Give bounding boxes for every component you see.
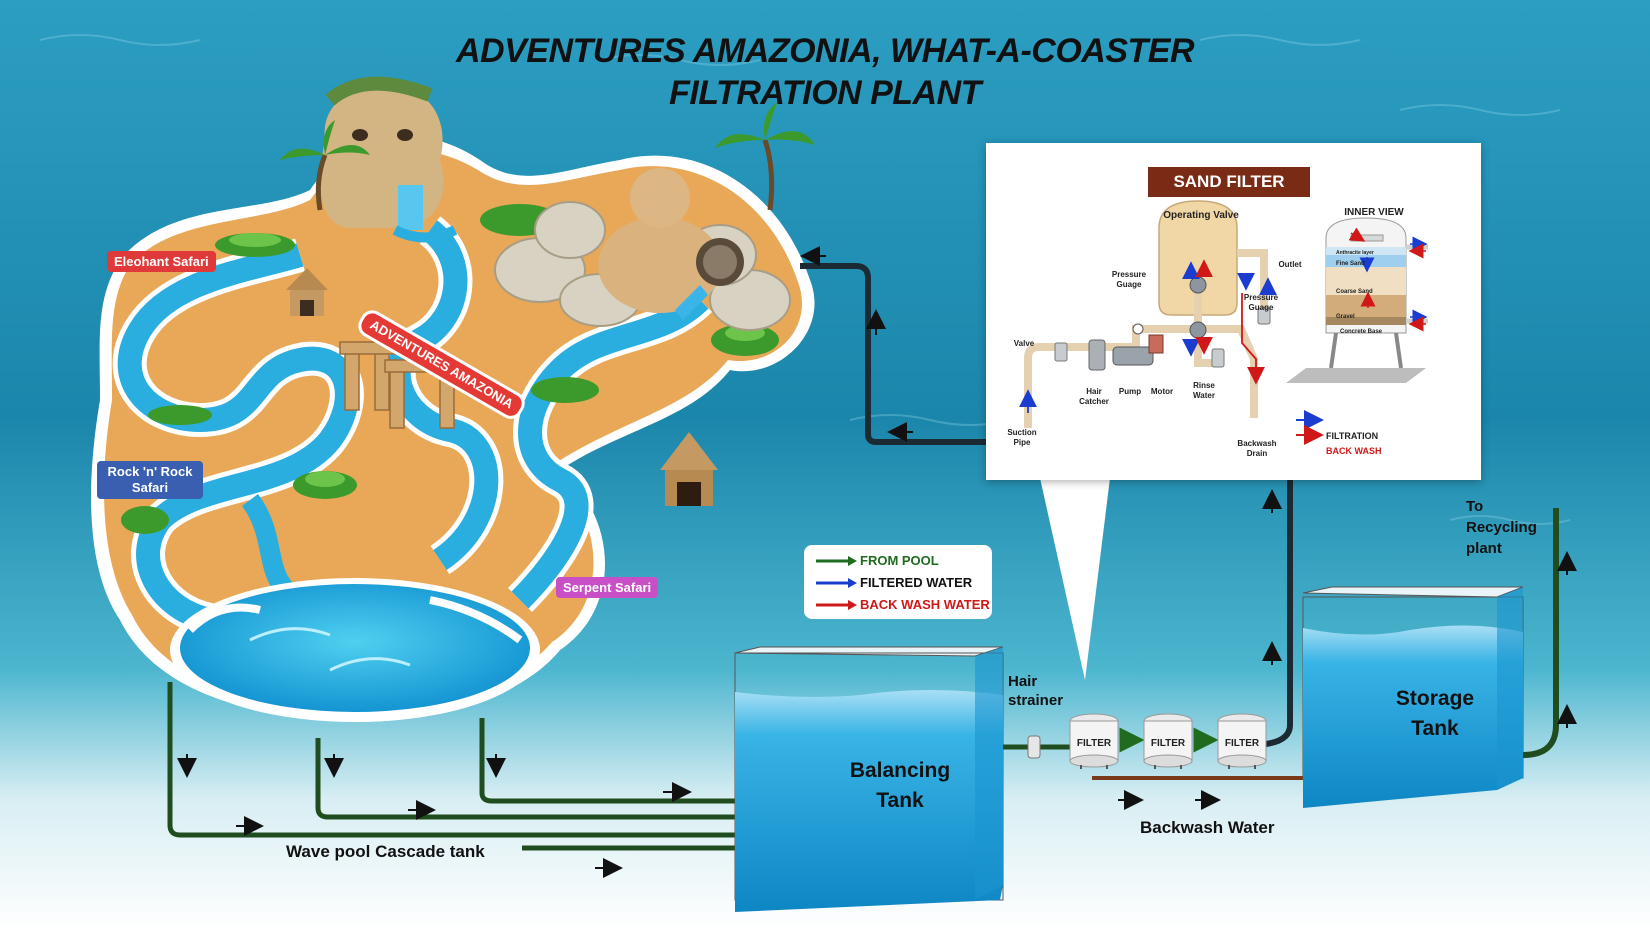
filter-unit-3: FILTER [1217, 713, 1267, 771]
backwash-water-label: Backwash Water [1140, 818, 1275, 837]
tag-rock-safari-line2: Safari [131, 480, 169, 495]
sf-suction-pipe-line1: Suction [1007, 428, 1037, 437]
sf-hair-catcher: Hair Catcher [1074, 387, 1114, 407]
temple-left [286, 268, 328, 316]
hair-strainer-line2: strainer [1008, 692, 1064, 709]
sf-suction-pipe-line2: Pipe [1013, 438, 1031, 447]
storage-tank [1302, 586, 1524, 808]
hair-strainer-device [1027, 735, 1041, 759]
balancing-tank-label: Balancing Tank [820, 756, 980, 816]
title-line1: ADVENTURES AMAZONIA, WHAT-A-COASTER [455, 32, 1195, 70]
flow-legend: FROM POOL FILTERED WATER BACK WASH WATER [804, 545, 992, 619]
sf-pg-left-line1: Pressure [1111, 270, 1147, 279]
legend-back-wash-text: BACK WASH WATER [860, 597, 990, 612]
storage-tank-line1: Storage [1395, 687, 1475, 710]
title-line2: FILTRATION PLANT [669, 74, 981, 112]
legend-from-pool-text: FROM POOL [860, 553, 939, 568]
tag-serpent-safari: Serpent Safari [556, 577, 659, 598]
filter-unit-2: FILTER [1143, 713, 1193, 771]
sf-pg-right-line1: Pressure [1243, 293, 1279, 302]
filter-1-label: FILTER [1076, 738, 1112, 749]
sf-backwash-drain-line1: Backwash [1237, 439, 1277, 448]
sand-filter-drawing [1019, 200, 1428, 445]
sf-pg-right-line2: Guage [1248, 303, 1274, 312]
sf-hair-catcher-line2: Catcher [1079, 397, 1109, 406]
recycling-pipe [1522, 508, 1559, 758]
tag-rock-safari-line1: Rock 'n' Rock [107, 464, 193, 479]
wave-pool-label: Wave pool Cascade tank [286, 842, 485, 861]
water-ripples [39, 34, 1571, 525]
temple-right [660, 432, 718, 506]
sf-layer-coarse-sand: Coarse Sand [1336, 289, 1373, 295]
sf-rinse-water-line1: Rinse [1193, 381, 1215, 390]
sf-pressure-guage-right: Pressure Guage [1236, 293, 1286, 313]
recycling-label: To Recycling plant [1466, 496, 1537, 559]
filter-unit-1: FILTER [1069, 713, 1119, 771]
flow-arrows-black [177, 754, 1221, 878]
sf-operating-valve: Operating Valve [1163, 210, 1239, 221]
sf-rinse-water-line2: Water [1193, 391, 1215, 400]
legend-filtered-water-text: FILTERED WATER [860, 575, 973, 590]
sf-pressure-guage-left: Pressure Guage [1104, 270, 1154, 290]
filter-2-label: FILTER [1150, 738, 1186, 749]
sand-filter-panel: SAND FILTER [986, 143, 1481, 480]
sf-legend-back-wash: BACK WASH [1326, 446, 1382, 456]
storage-tank-label: Storage Tank [1355, 684, 1515, 744]
tag-rock-safari: Rock 'n' Rock Safari [97, 461, 203, 499]
sf-outlet: Outlet [1278, 260, 1302, 269]
balancing-tank-line2: Tank [876, 789, 924, 812]
sf-layer-anthracite: Anthracite layer [1336, 250, 1374, 256]
callout-pointer [1040, 478, 1110, 680]
inner-view-tank [1286, 217, 1428, 383]
sand-filter-title: SAND FILTER [1148, 167, 1310, 197]
storage-tank-line2: Tank [1411, 717, 1459, 740]
sf-legend-filtration: FILTRATION [1326, 431, 1379, 441]
pool-outlet-pipes [167, 682, 760, 851]
sf-layer-gravel: Gravel [1336, 314, 1355, 320]
balancing-tank [734, 646, 1004, 912]
sf-pg-left-line2: Guage [1116, 280, 1142, 289]
sf-valve: Valve [1013, 339, 1035, 348]
sf-motor: Motor [1150, 387, 1174, 396]
hair-strainer-label: Hair strainer [1008, 672, 1063, 710]
sf-backwash-drain: Backwash Drain [1230, 439, 1284, 459]
sf-hair-catcher-line1: Hair [1086, 387, 1102, 396]
sf-backwash-drain-line2: Drain [1246, 449, 1268, 458]
filter-3-label: FILTER [1224, 738, 1260, 749]
sf-layer-fine-sand: Fine Sand [1336, 261, 1365, 267]
sf-suction-pipe: Suction Pipe [1000, 428, 1044, 448]
recycling-line3: plant [1466, 540, 1502, 557]
balancing-tank-line1: Balancing [849, 759, 951, 782]
sf-inner-view: INNER VIEW [1344, 207, 1404, 218]
return-pipe [800, 263, 986, 445]
sf-pump: Pump [1118, 387, 1142, 396]
hair-strainer-line1: Hair [1008, 673, 1038, 690]
sf-rinse-water: Rinse Water [1184, 381, 1224, 401]
recycling-line1: To [1466, 498, 1484, 515]
tag-elephant-safari: Eleohant Safari [107, 251, 216, 272]
recycling-line2: Recycling [1466, 519, 1537, 536]
sf-layer-concrete: Concrete Base [1340, 329, 1383, 335]
water-park-island [91, 76, 815, 722]
